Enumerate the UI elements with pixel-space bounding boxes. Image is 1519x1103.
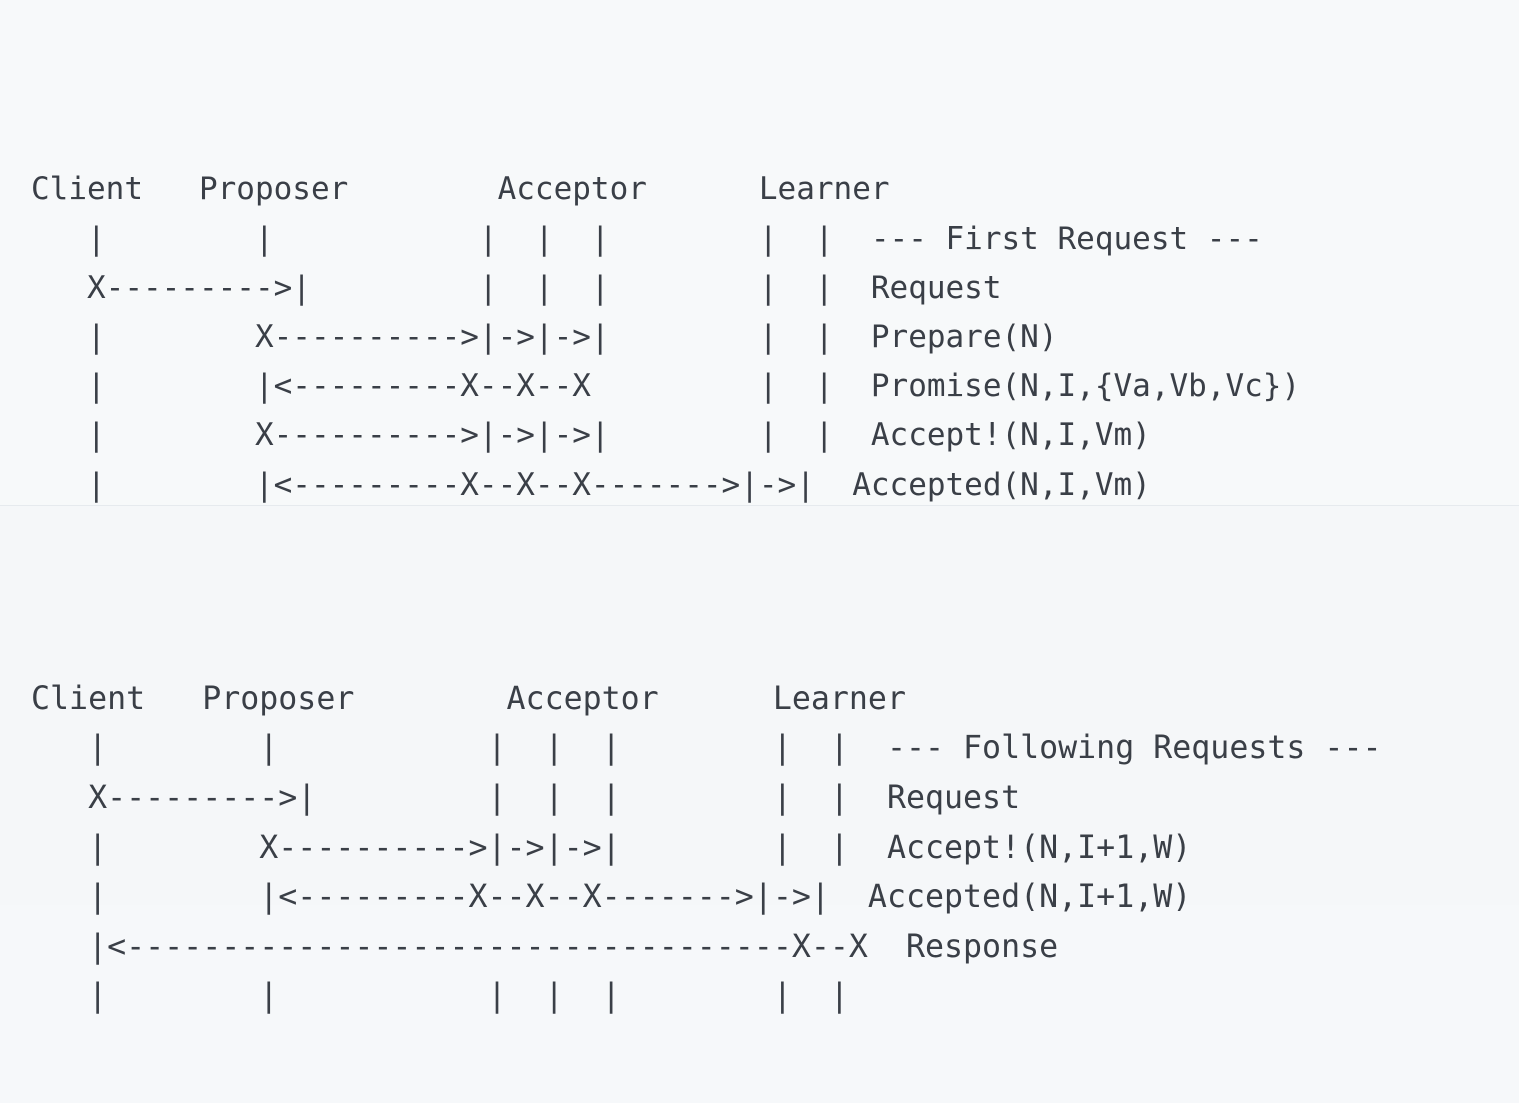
header-row: Client Proposer Acceptor Learner — [31, 171, 890, 208]
message-row-accepted: | |<---------X--X--X------->|->| Accepte… — [31, 466, 1151, 503]
message-row-request: X--------->| | | | | | Request — [31, 779, 1021, 816]
lifeline-row-footer: | | | | | | | — [31, 978, 849, 1015]
message-row-accepted: | |<---------X--X--X------->|->| Accepte… — [31, 879, 1192, 916]
section-label-row: | | | | | | | --- First Request --- — [31, 220, 1263, 257]
message-row-request: X--------->| | | | | | Request — [31, 269, 1002, 306]
message-row-response: |<-----------------------------------X--… — [31, 928, 1059, 965]
section-label-row: | | | | | | | --- Following Requests --- — [31, 730, 1382, 767]
message-row-prepare: | X---------->|->|->| | | Prepare(N) — [31, 319, 1058, 356]
panel-first-request: Client Proposer Acceptor Learner | | | |… — [0, 0, 1519, 601]
panel-following-requests: Client Proposer Acceptor Learner | | | |… — [0, 505, 1519, 1014]
message-row-accept: | X---------->|->|->| | | Accept!(N,I,Vm… — [31, 417, 1151, 454]
message-row-promise: | |<---------X--X--X | | Promise(N,I,{Va… — [31, 368, 1301, 405]
ascii-diagram-following-requests: Client Proposer Acceptor Learner | | | |… — [0, 637, 1519, 1022]
message-row-accept: | X---------->|->|->| | | Accept!(N,I+1,… — [31, 829, 1192, 866]
header-row: Client Proposer Acceptor Learner — [31, 680, 906, 717]
